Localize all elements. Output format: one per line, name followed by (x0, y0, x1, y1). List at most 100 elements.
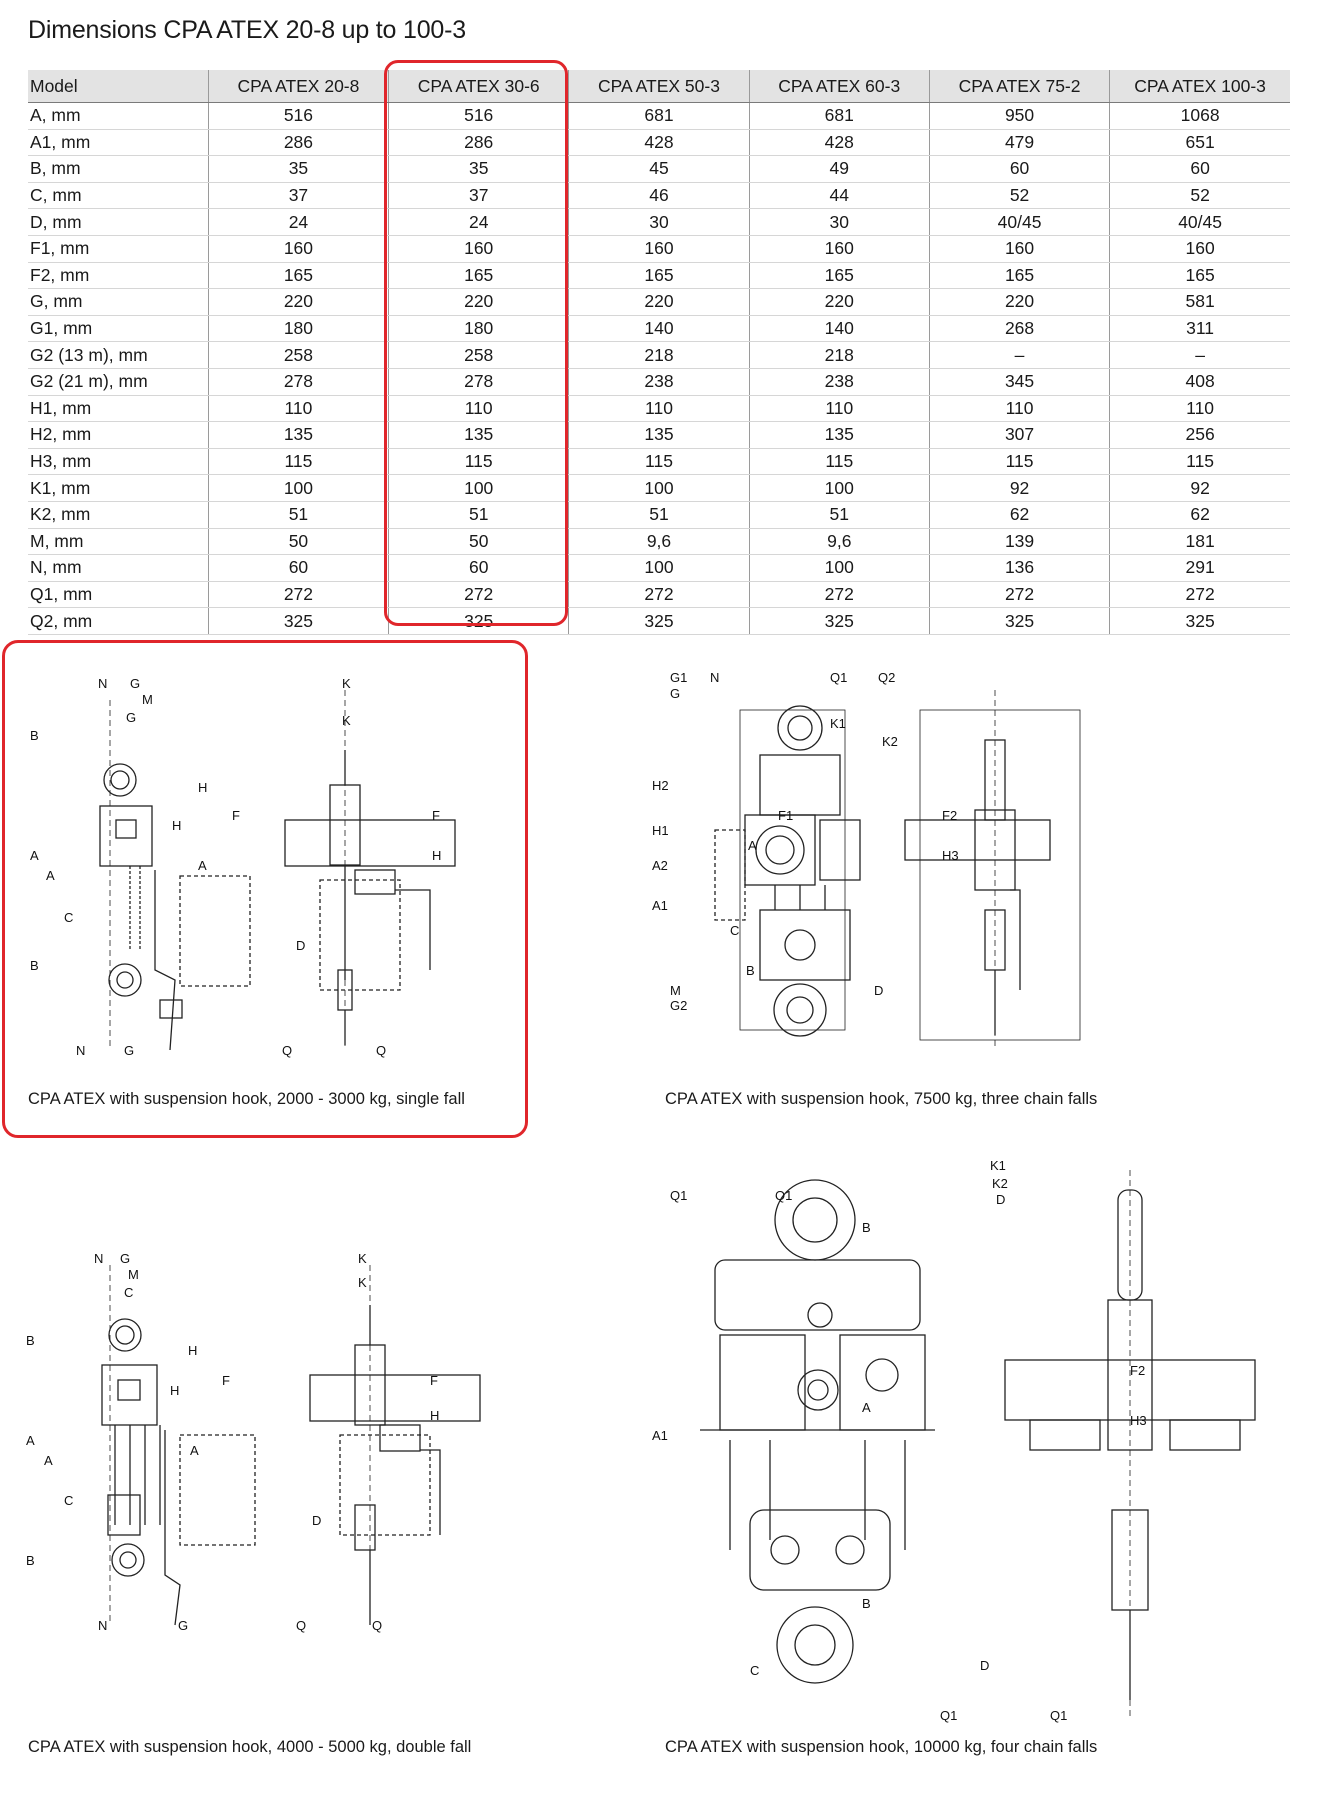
dimension-label: A1 (652, 898, 668, 913)
dimension-label: H (430, 1408, 439, 1423)
table-cell: 100 (748, 554, 930, 582)
table-cell: 140 (748, 315, 930, 343)
table-cell: 220 (388, 288, 569, 316)
dimension-label: N (710, 670, 719, 685)
hoist-front-view (309, 1265, 481, 1625)
table-cell: 24 (207, 208, 389, 236)
dimension-label: D (874, 983, 883, 998)
table-cell: 51 (568, 501, 750, 529)
dimension-label: F1 (778, 808, 793, 823)
table-cell: 46 (568, 182, 750, 210)
table-cell: 160 (1109, 235, 1290, 263)
table-cell: 62 (1109, 501, 1290, 529)
dimension-label: A (44, 1453, 53, 1468)
table-cell: 160 (748, 235, 930, 263)
dimension-label: H (432, 848, 441, 863)
table-cell: – (1109, 341, 1290, 369)
table-cell: 238 (568, 368, 750, 396)
table-cell: 258 (207, 341, 389, 369)
table-cell: 135 (568, 421, 750, 449)
table-cell: 165 (388, 262, 569, 290)
table-cell: 44 (748, 182, 930, 210)
table-cell: 325 (568, 607, 750, 635)
table-cell: 272 (928, 581, 1110, 609)
table-cell: 272 (568, 581, 750, 609)
table-cell: 24 (388, 208, 569, 236)
dimension-label: D (996, 1192, 1005, 1207)
dimension-label: K1 (990, 1158, 1006, 1173)
dimension-label: M (128, 1267, 139, 1282)
dimension-label: H2 (652, 778, 669, 793)
dimension-label: F (232, 808, 240, 823)
row-label: A1, mm (28, 129, 209, 157)
dimension-label: N (98, 1618, 107, 1633)
table-cell: 220 (207, 288, 389, 316)
dimension-label: K1 (830, 716, 846, 731)
table-cell: 49 (748, 155, 930, 183)
table-cell: 35 (388, 155, 569, 183)
table-cell: 516 (207, 102, 389, 130)
dimension-label: K2 (992, 1176, 1008, 1191)
table-cell: 115 (1109, 448, 1290, 476)
table-cell: 268 (928, 315, 1110, 343)
dimension-label: H (172, 818, 181, 833)
table-cell: 160 (388, 235, 569, 263)
dimension-label: D (980, 1658, 989, 1673)
hoist-front-view (1004, 1170, 1256, 1720)
hoist-side-view (99, 700, 251, 1051)
dimension-label: B (26, 1553, 35, 1568)
hoist-front-view (284, 690, 456, 1050)
row-label: F2, mm (28, 262, 209, 290)
dimension-label: G (178, 1618, 188, 1633)
row-label: G1, mm (28, 315, 209, 343)
row-label: D, mm (28, 208, 209, 236)
table-cell: 100 (568, 474, 750, 502)
table-cell: 286 (388, 129, 569, 157)
column-header-model-5: CPA ATEX 75-2 (928, 70, 1110, 103)
table-cell: 30 (568, 208, 750, 236)
table-cell: 100 (568, 554, 750, 582)
caption-double-fall: CPA ATEX with suspension hook, 4000 - 50… (28, 1738, 472, 1756)
hoist-front-view (904, 690, 1081, 1050)
table-cell: 516 (388, 102, 569, 130)
dimension-label: M (142, 692, 153, 707)
table-cell: 272 (388, 581, 569, 609)
table-cell: 9,6 (748, 528, 930, 556)
table-cell: 50 (388, 528, 569, 556)
dimension-label: F (430, 1373, 438, 1388)
table-cell: 51 (748, 501, 930, 529)
table-cell: 479 (928, 129, 1110, 157)
dimension-label: B (746, 963, 755, 978)
table-cell: 110 (748, 395, 930, 423)
table-cell: 181 (1109, 528, 1290, 556)
dimension-label: H3 (1130, 1413, 1147, 1428)
row-label: C, mm (28, 182, 209, 210)
table-cell: 272 (1109, 581, 1290, 609)
table-cell: 681 (568, 102, 750, 130)
dimension-label: B (26, 1333, 35, 1348)
column-header-model: Model (28, 70, 209, 103)
table-cell: 60 (207, 554, 389, 582)
table-cell: 140 (568, 315, 750, 343)
dimension-label: M (670, 983, 681, 998)
dimension-label: F (432, 808, 440, 823)
table-cell: 110 (207, 395, 389, 423)
dimension-label: N (94, 1251, 103, 1266)
table-cell: 581 (1109, 288, 1290, 316)
dimension-label: C (730, 923, 739, 938)
dimension-label: A (46, 868, 55, 883)
dimension-label: C (64, 1493, 73, 1508)
dimension-label: Q1 (940, 1708, 957, 1723)
dimension-label: C (64, 910, 73, 925)
